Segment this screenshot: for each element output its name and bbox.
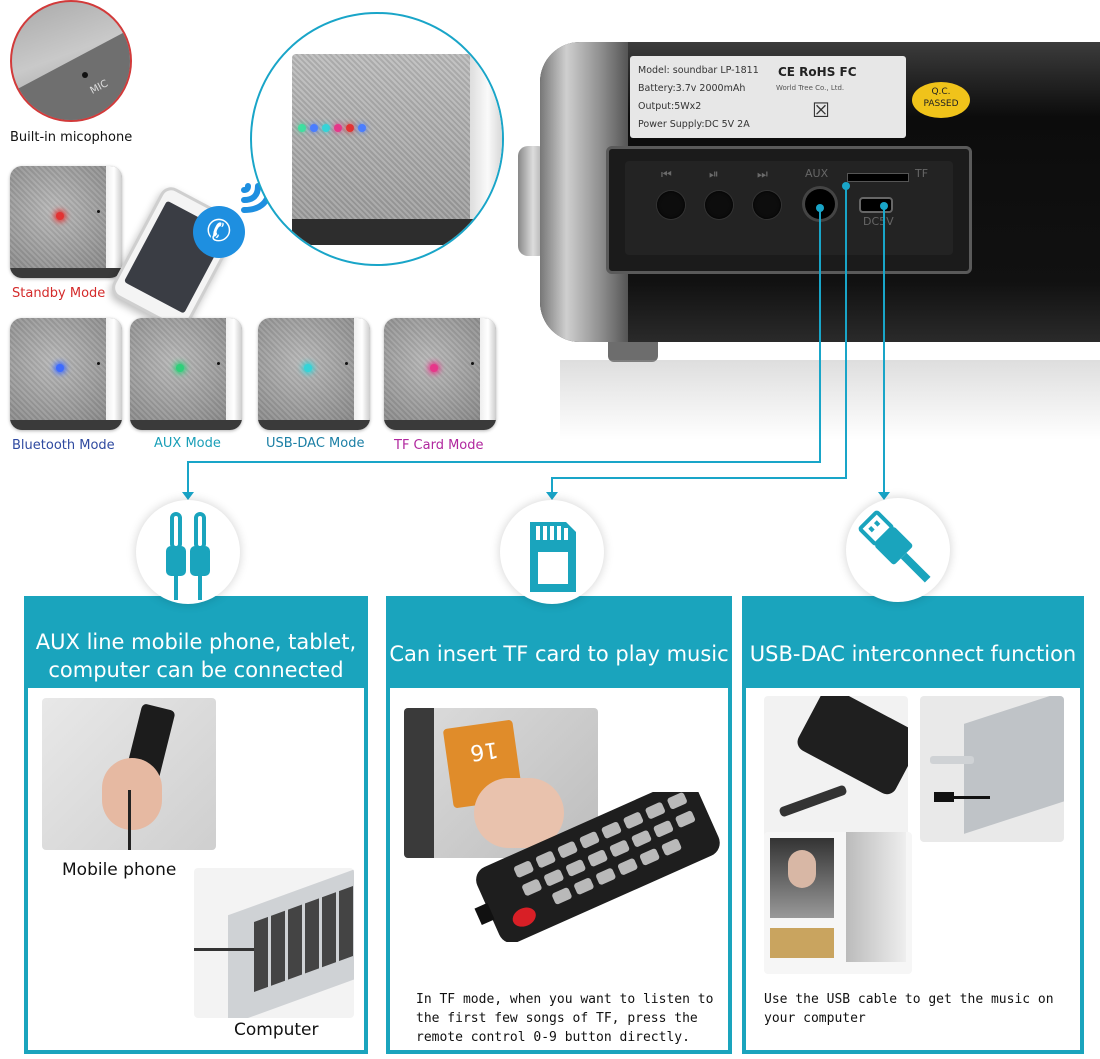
usb-dac-mode-thumbnail (258, 318, 370, 430)
soundbar-reflection (560, 360, 1100, 440)
spec-label: Model: soundbar LP-1811 Battery:3.7v 200… (630, 56, 906, 138)
tf-card-slot[interactable] (847, 173, 909, 182)
built-in-microphone-photo: MIC (10, 0, 132, 122)
spec-model: Model: soundbar LP-1811 (638, 65, 759, 76)
bluetooth-call-icon: ✆ (193, 206, 245, 258)
next-track-icon: ⏭ (757, 167, 768, 181)
usb-dac-panel-title: USB-DAC interconnect function (749, 642, 1077, 666)
tf-card-insert-photo: 16 (404, 708, 598, 858)
tf-card-mode-thumbnail (384, 318, 496, 430)
tf-description: In TF mode, when you want to listen to t… (416, 992, 714, 1045)
computer-caption: Computer (234, 1020, 319, 1040)
standby-mode-thumbnail (10, 166, 122, 278)
previous-track-icon: ⏮ (661, 167, 672, 181)
weee-bin-icon: ☒ (812, 98, 830, 122)
certification-marks: CE RoHS FC (778, 65, 857, 79)
play-pause-icon: ⏯ (709, 167, 719, 181)
standby-mode-label: Standby Mode (12, 286, 106, 301)
computer-photo (194, 868, 354, 1018)
microphone-label: Built-in micophone (10, 130, 133, 145)
tf-card-mode-label: TF Card Mode (394, 438, 484, 453)
play-pause-button[interactable] (705, 191, 733, 219)
tf-feature-panel: Can insert TF card to play music 16 (386, 596, 732, 1054)
aux-cable-icon-circle (136, 500, 240, 604)
soundbar-foot (608, 342, 658, 362)
led-indicator-closeup (250, 12, 504, 266)
previous-button[interactable] (657, 191, 685, 219)
sd-card-icon (530, 522, 576, 592)
bluetooth-mode-thumbnail (10, 318, 122, 430)
mobile-phone-caption: Mobile phone (62, 860, 177, 880)
spec-power: Power Supply:DC 5V 2A (638, 119, 750, 130)
sd-card-icon-circle (500, 500, 604, 604)
desktop-computer-photo (764, 832, 912, 974)
next-button[interactable] (753, 191, 781, 219)
spec-battery: Battery:3.7v 2000mAh (638, 83, 746, 94)
usb-dac-description: Use the USB cable to get the music on yo… (764, 992, 1054, 1026)
usb-c-phone-photo (764, 696, 908, 842)
laptop-usb-photo (920, 696, 1064, 842)
remote-control-image (460, 792, 730, 942)
qc-passed-sticker: Q.C. PASSED (912, 82, 970, 118)
aux-cable-icon (166, 512, 210, 600)
aux-mode-label: AUX Mode (154, 436, 221, 451)
usb-dac-mode-label: USB-DAC Mode (266, 436, 365, 451)
tf-slot-label: TF (915, 167, 929, 180)
dc-port-label: DC5V (863, 215, 894, 228)
mobile-phone-photo (42, 698, 216, 850)
usb-dac-feature-panel: USB-DAC interconnect function Use the US… (742, 596, 1084, 1054)
manufacturer-text: World Tree Co., Ltd. (776, 84, 845, 92)
aux-mode-thumbnail (130, 318, 242, 430)
bluetooth-mode-label: Bluetooth Mode (12, 438, 115, 453)
tf-panel-title: Can insert TF card to play music (389, 642, 729, 666)
aux-feature-panel: AUX line mobile phone, tablet, computer … (24, 596, 368, 1054)
usb-plug-icon (858, 510, 931, 583)
aux-port-label: AUX (805, 167, 829, 180)
aux-panel-title: AUX line mobile phone, tablet, computer … (35, 630, 357, 682)
spec-output: Output:5Wx2 (638, 101, 702, 112)
usb-plug-icon-circle (846, 498, 950, 602)
